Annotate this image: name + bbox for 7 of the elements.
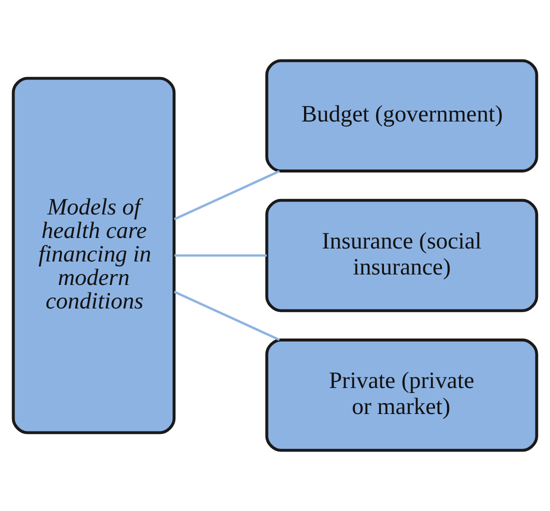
connector xyxy=(174,290,280,341)
connector xyxy=(174,170,280,220)
node-box: Private (private or market) xyxy=(265,338,538,452)
node-box: Budget (government) xyxy=(265,59,538,172)
node-box: Insurance (social insurance) xyxy=(265,198,538,312)
node-box: Models of health care financing in modern conditions xyxy=(12,76,176,434)
connector xyxy=(174,254,267,257)
